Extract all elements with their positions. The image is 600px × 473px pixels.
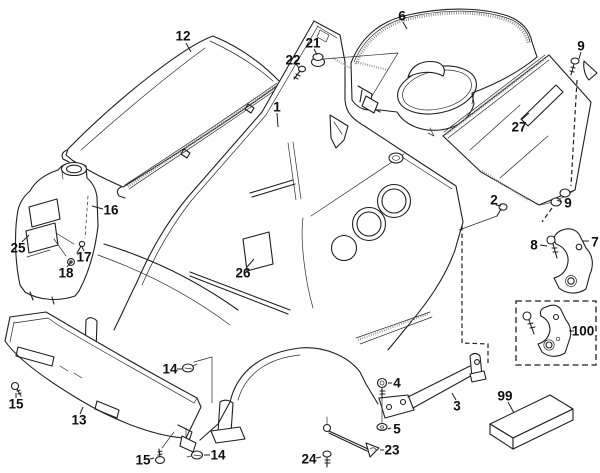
leader-line-24 xyxy=(315,456,322,459)
part-label-4: 4 xyxy=(393,376,401,391)
body-decal-26 xyxy=(242,231,274,272)
part-label-26: 26 xyxy=(235,266,251,281)
leader-line-99 xyxy=(507,401,515,414)
leader-line-17 xyxy=(81,246,85,252)
leader-line-26 xyxy=(246,258,255,268)
leader-line-5 xyxy=(387,427,392,430)
leader-line-9-top xyxy=(578,51,582,60)
part-label-15-left: 15 xyxy=(8,397,24,412)
leader-line-27 xyxy=(520,112,530,121)
part-label-8: 8 xyxy=(530,238,538,253)
part-label-2: 2 xyxy=(490,193,498,208)
part-label-1: 1 xyxy=(273,100,281,115)
part-label-9-lower: 9 xyxy=(564,196,572,211)
body-leg-right xyxy=(210,399,246,444)
latch-rod-23 xyxy=(322,416,380,458)
part-label-99: 99 xyxy=(497,389,512,404)
cap-21 xyxy=(310,52,326,68)
leader-line-9-lower xyxy=(556,199,563,203)
leader-line-22 xyxy=(295,63,300,69)
leader-line-2 xyxy=(495,204,502,207)
leader-line-16 xyxy=(91,205,104,210)
part-label-25: 25 xyxy=(10,241,26,256)
leader-line-6 xyxy=(402,21,408,30)
leader-line-21 xyxy=(313,48,318,56)
kit-box-99 xyxy=(489,394,574,450)
rear-cowl-6 xyxy=(350,8,538,137)
part-label-27: 27 xyxy=(511,120,526,135)
part-label-21: 21 xyxy=(305,36,321,51)
screw-22 xyxy=(293,65,307,80)
part-label-23: 23 xyxy=(384,443,400,458)
part-label-15-right: 15 xyxy=(135,453,151,468)
alignment-dashes-3 xyxy=(461,226,489,364)
bracket-7 xyxy=(553,228,593,294)
side-panel-27 xyxy=(442,54,592,206)
tank-decal-25 xyxy=(28,198,61,228)
part-label-6: 6 xyxy=(398,9,406,24)
screw-15-left xyxy=(10,381,22,397)
part-label-14-left: 14 xyxy=(162,362,178,377)
part-label-16: 16 xyxy=(103,203,119,218)
part-label-13: 13 xyxy=(71,413,87,428)
leader-line-25 xyxy=(21,234,30,243)
part-label-12: 12 xyxy=(175,29,190,44)
leader-line-8 xyxy=(539,244,548,247)
clip-14-right xyxy=(186,450,204,460)
leader-line-3 xyxy=(451,392,457,401)
part-label-18: 18 xyxy=(58,266,74,281)
fuel-tank-16 xyxy=(14,161,99,305)
panel-decal-27 xyxy=(520,84,564,127)
part-label-7: 7 xyxy=(591,235,599,250)
part-label-14-right: 14 xyxy=(210,448,226,463)
part-label-17: 17 xyxy=(76,250,91,265)
screw-8 xyxy=(546,235,559,259)
part-label-22: 22 xyxy=(285,53,300,68)
support-bracket-3 xyxy=(378,352,487,419)
part-label-9-top: 9 xyxy=(577,39,585,54)
alignment-dashes-9b xyxy=(541,207,553,223)
caps-9-lower xyxy=(550,188,571,207)
pin-9-top xyxy=(569,57,598,81)
leader-line-18 xyxy=(66,261,72,268)
part-label-24: 24 xyxy=(301,452,317,467)
screw-15-right xyxy=(154,431,175,465)
bolt-4 xyxy=(376,377,388,424)
clip-14-left xyxy=(181,356,213,404)
routing-line-21 xyxy=(323,52,399,97)
leader-line-13 xyxy=(79,406,84,415)
front-bumper-13 xyxy=(4,311,202,453)
part-label-3: 3 xyxy=(453,399,461,414)
screw-2 xyxy=(458,203,508,231)
hardware-kit-100 xyxy=(515,300,597,366)
nut-5 xyxy=(376,422,388,432)
part-label-5: 5 xyxy=(393,422,401,437)
leader-line-12 xyxy=(185,42,192,53)
part-label-100: 100 xyxy=(572,324,595,339)
screw-17 xyxy=(76,240,86,254)
leader-line-1 xyxy=(276,112,279,128)
screw-24 xyxy=(322,450,332,468)
alignment-dashes-9 xyxy=(570,79,578,187)
leader-line-15-right xyxy=(149,457,155,460)
